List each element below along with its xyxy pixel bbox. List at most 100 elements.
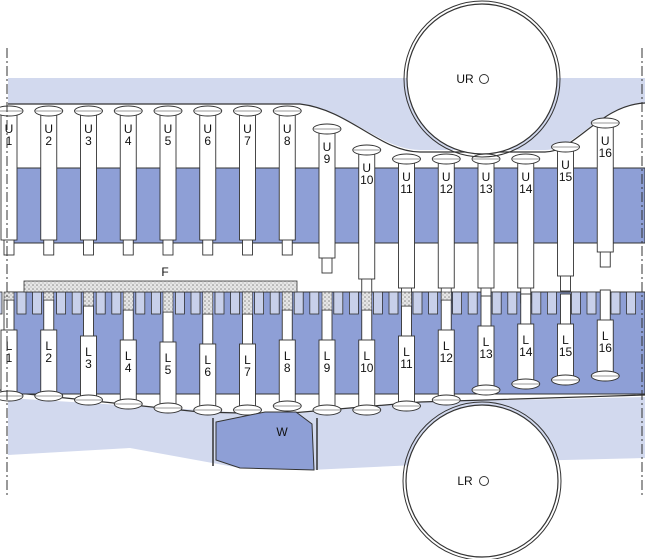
upper-punch-letter: U [5, 122, 14, 136]
die-segment [452, 291, 463, 315]
lower-punch-number: 14 [519, 345, 533, 359]
lower-punch-tip [162, 311, 174, 345]
die-fill-powder [162, 291, 174, 313]
die-segment [71, 291, 82, 315]
die-segment [269, 291, 280, 315]
lower-punch-tip [440, 299, 452, 333]
die-fill-powder [281, 291, 293, 311]
lower-punch-tip [321, 309, 333, 343]
upper-punch-tip [83, 237, 94, 256]
lower-punch-number: 16 [599, 341, 613, 355]
die-segment [491, 291, 502, 315]
upper-punch-number: 8 [284, 134, 291, 148]
upper-punch-letter: U [561, 158, 570, 172]
upper-punch-16: U16 [590, 117, 620, 268]
upper-punch-tip [43, 237, 55, 256]
weight-control-cam [215, 411, 315, 471]
lower-punch-number: 7 [244, 365, 251, 379]
upper-punch-number: 5 [165, 134, 172, 148]
upper-punch-letter: U [164, 122, 173, 136]
lower-punch-number: 15 [559, 345, 573, 359]
lower-punch-letter: L [45, 339, 52, 353]
feed-frame-label: F [161, 265, 168, 279]
upper-punch-number: 6 [204, 134, 211, 148]
lower-punch-tip [202, 313, 214, 347]
upper-punch-number: 3 [85, 134, 92, 148]
upper-punch-number: 9 [324, 152, 331, 166]
upper-punch-letter: U [203, 122, 212, 136]
die-segment [586, 291, 597, 315]
upper-cam-track-edge [8, 102, 645, 153]
die-fill-powder [122, 291, 134, 311]
lower-punch-letter: L [284, 349, 291, 363]
lower-punch-letter: L [483, 335, 490, 349]
die-fill-powder [321, 291, 333, 311]
die-segment [293, 291, 304, 315]
die-segment [214, 291, 225, 315]
lower-punch-number: 6 [204, 365, 211, 379]
upper-punch-number: 10 [360, 173, 374, 187]
upper-punch-letter: U [124, 122, 133, 136]
lower-punch-14: L14 [511, 293, 541, 390]
upper-punch-tip [122, 237, 134, 256]
lower-punch-letter: L [443, 339, 450, 353]
upper-punch-number: 16 [599, 146, 613, 160]
lower-punch-2: L2 [34, 291, 64, 402]
upper-punch-6: U6 [193, 105, 223, 256]
die-fill-powder [202, 291, 214, 315]
die-segment [571, 291, 581, 315]
lower-punch-16: L16 [590, 289, 620, 382]
lower-punch-number: 1 [6, 351, 13, 365]
upper-punch-2: U2 [34, 105, 64, 256]
die-segment [32, 291, 42, 315]
lower-punch-1: L1 [0, 291, 24, 402]
lower-punch-letter: L [6, 339, 13, 353]
lower-punch-tip [3, 299, 15, 333]
die-segment [388, 291, 399, 315]
upper-punch-1: U1 [0, 105, 24, 256]
lower-punch-3: L3 [74, 291, 103, 406]
lower-punch-tip [520, 293, 532, 327]
upper-punch-letter: U [362, 161, 371, 175]
die-segment [150, 291, 161, 315]
lower-punch-15: L15 [551, 293, 580, 386]
upper-punch-tip [162, 237, 174, 256]
upper-roll-axle-icon [479, 74, 489, 84]
die-segment [309, 291, 320, 315]
lower-punch-tip [242, 313, 253, 347]
upper-punch-tip [560, 273, 571, 292]
lower-punch-letter: L [204, 353, 211, 367]
feed-frame-bar [23, 280, 298, 293]
die-segment [333, 291, 344, 315]
lower-punch-7: L7 [233, 291, 262, 416]
upper-punch-letter: U [323, 140, 332, 154]
upper-punch-14: U14 [511, 153, 541, 304]
die-segment [95, 291, 106, 315]
die-fill-powder [43, 291, 55, 301]
upper-punch-tip [242, 237, 253, 256]
lower-punch-number: 11 [400, 357, 413, 371]
lower-roll-label: LR [457, 474, 473, 488]
lower-punch-letter: L [244, 353, 251, 367]
lower-punch-letter: L [522, 333, 529, 347]
upper-punch-tip [281, 237, 293, 256]
lower-punch-letter: L [85, 345, 92, 359]
die-segment [190, 291, 201, 315]
upper-punch-7: U7 [233, 105, 262, 256]
upper-punch-3: U3 [74, 105, 103, 256]
upper-punch-tip [321, 255, 333, 274]
lower-punch-10: L10 [352, 291, 382, 416]
upper-punch-5: U5 [153, 105, 183, 256]
lower-punch-tip [599, 289, 611, 323]
upper-punch-9: U9 [312, 123, 342, 274]
die-segment [610, 291, 621, 315]
die-segment [56, 291, 66, 315]
lower-punch-letter: L [602, 329, 609, 343]
lower-punch-13: L13 [471, 295, 501, 396]
upper-punch-number: 7 [244, 134, 251, 148]
upper-punch-8: U8 [272, 105, 302, 256]
lower-punch-12: L12 [431, 291, 461, 406]
